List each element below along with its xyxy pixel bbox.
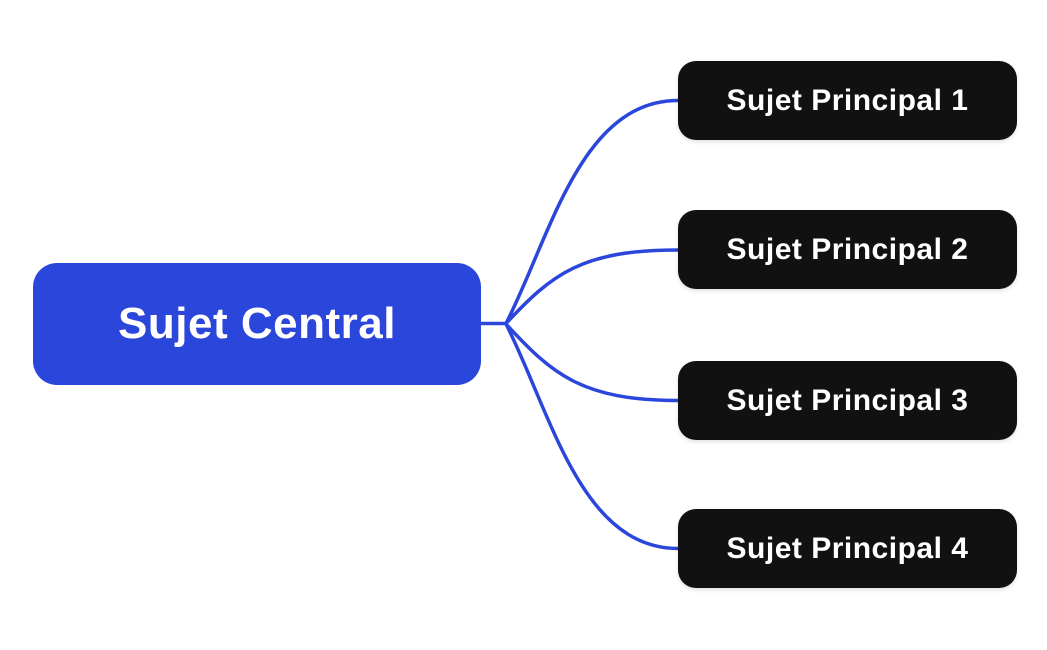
central-topic-node[interactable]: Sujet Central [33, 263, 481, 385]
main-topic-label-4: Sujet Principal 4 [726, 531, 969, 565]
main-topic-node-4[interactable]: Sujet Principal 4 [678, 509, 1017, 588]
connector-branch-3 [504, 322, 680, 403]
connector-branch-2 [504, 248, 680, 326]
connector-branch-1 [504, 98, 680, 326]
central-topic-label: Sujet Central [118, 299, 396, 348]
main-topic-node-3[interactable]: Sujet Principal 3 [678, 361, 1017, 440]
main-topic-label-1: Sujet Principal 1 [726, 83, 969, 117]
main-topic-label-3: Sujet Principal 3 [726, 383, 969, 417]
main-topic-node-2[interactable]: Sujet Principal 2 [678, 210, 1017, 289]
connector-branch-4 [504, 322, 680, 551]
main-topic-label-2: Sujet Principal 2 [726, 232, 969, 266]
main-topic-node-1[interactable]: Sujet Principal 1 [678, 61, 1017, 140]
